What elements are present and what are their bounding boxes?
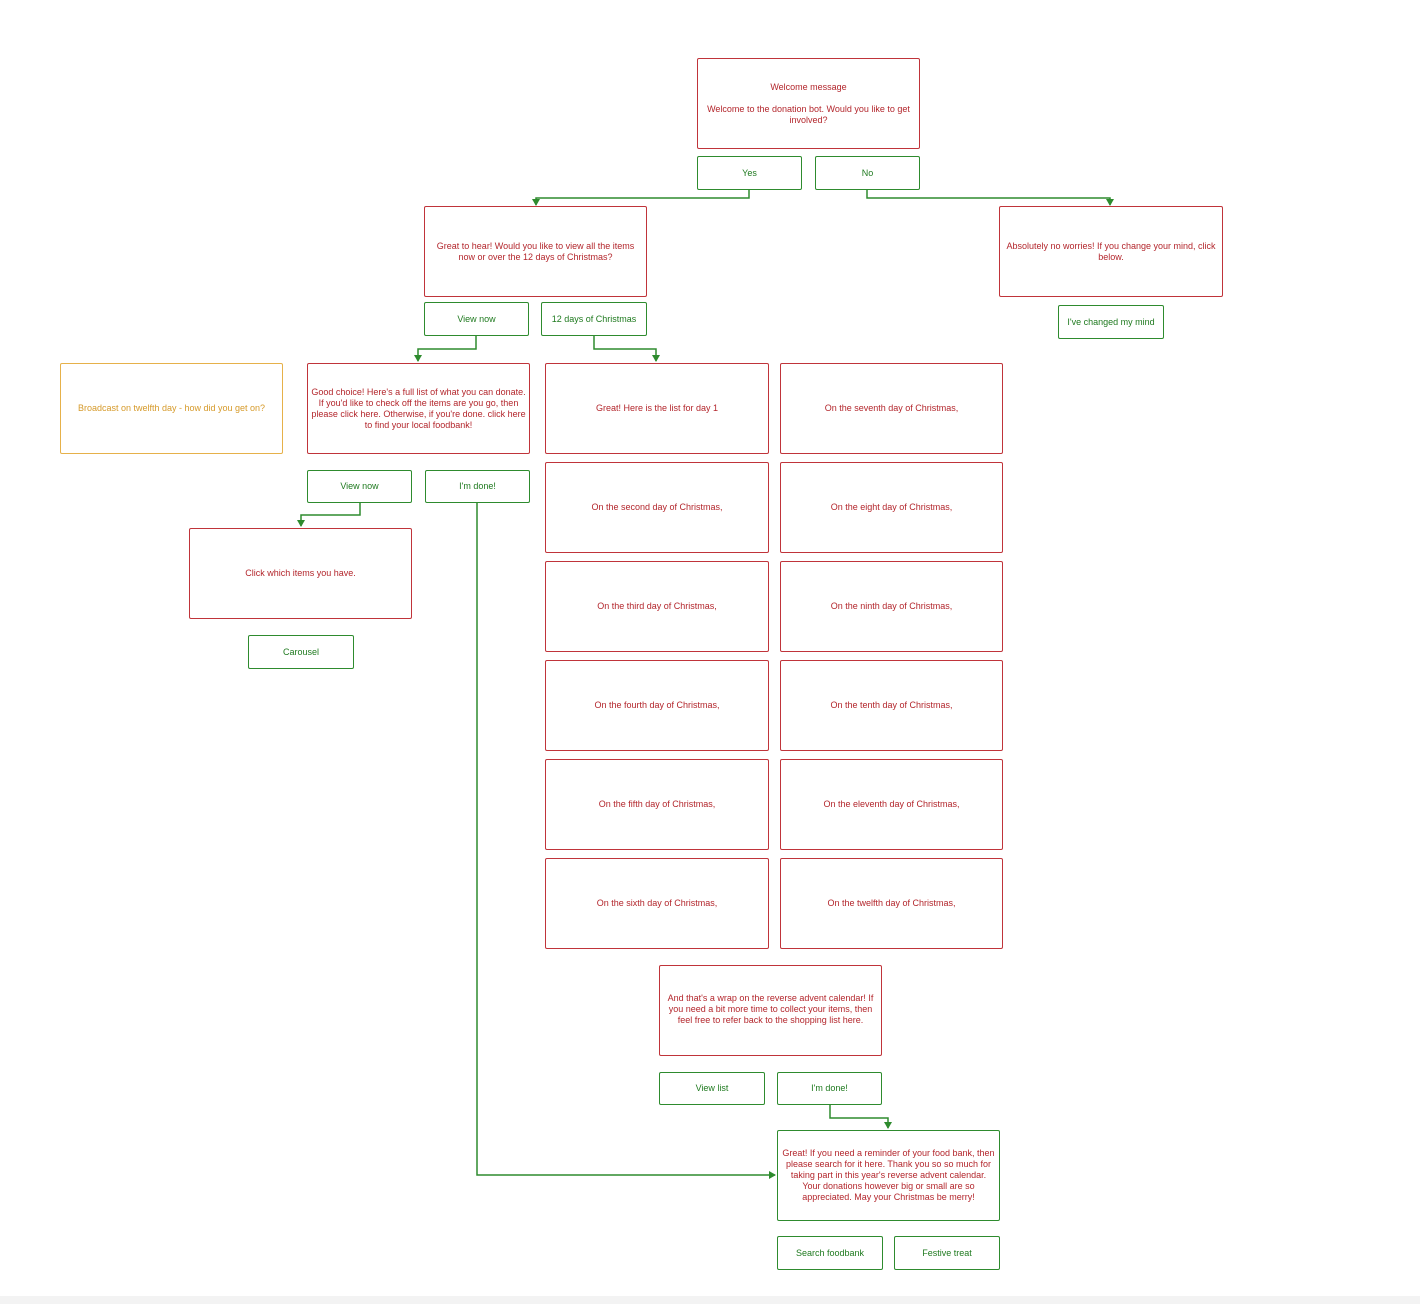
good-choice-node: Good choice! Here's a full list of what …	[307, 363, 530, 454]
day-node-11: On the eleventh day of Christmas,	[780, 759, 1003, 850]
search-foodbank-button[interactable]: Search foodbank	[777, 1236, 883, 1270]
no-button[interactable]: No	[815, 156, 920, 190]
day-node-2: On the second day of Christmas,	[545, 462, 769, 553]
day-node-8: On the eight day of Christmas,	[780, 462, 1003, 553]
carousel-button[interactable]: Carousel	[248, 635, 354, 669]
click-items-node: Click which items you have.	[189, 528, 412, 619]
changed-mind-button[interactable]: I've changed my mind	[1058, 305, 1164, 339]
bottom-edge-strip	[0, 1296, 1420, 1304]
connector-wrap-done	[829, 1105, 892, 1129]
day-node-5: On the fifth day of Christmas,	[545, 759, 769, 850]
im-done-button[interactable]: I'm done!	[425, 470, 530, 503]
final-node: Great! If you need a reminder of your fo…	[777, 1130, 1000, 1221]
day-node-4: On the fourth day of Christmas,	[545, 660, 769, 751]
festive-treat-button[interactable]: Festive treat	[894, 1236, 1000, 1270]
connector-view-now	[414, 336, 477, 362]
day-node-7: On the seventh day of Christmas,	[780, 363, 1003, 454]
broadcast-node: Broadcast on twelfth day - how did you g…	[60, 363, 283, 454]
day-node-3: On the third day of Christmas,	[545, 561, 769, 652]
day-node-12: On the twelfth day of Christmas,	[780, 858, 1003, 949]
great-to-hear-node: Great to hear! Would you like to view al…	[424, 206, 647, 297]
welcome-message-node: Welcome message Welcome to the donation …	[697, 58, 920, 149]
view-now-button[interactable]: View now	[424, 302, 529, 336]
view-list-button[interactable]: View list	[659, 1072, 765, 1105]
im-done-button-2[interactable]: I'm done!	[777, 1072, 882, 1105]
connector-view-now-2	[297, 503, 361, 527]
view-now-button-2[interactable]: View now	[307, 470, 412, 503]
wrap-node: And that's a wrap on the reverse advent …	[659, 965, 882, 1056]
connector-twelve-days	[593, 336, 660, 362]
twelve-days-button[interactable]: 12 days of Christmas	[541, 302, 647, 336]
day-node-9: On the ninth day of Christmas,	[780, 561, 1003, 652]
day-node-1: Great! Here is the list for day 1	[545, 363, 769, 454]
no-worries-node: Absolutely no worries! If you change you…	[999, 206, 1223, 297]
yes-button[interactable]: Yes	[697, 156, 802, 190]
day-node-10: On the tenth day of Christmas,	[780, 660, 1003, 751]
welcome-text: Welcome to the donation bot. Would you l…	[707, 103, 910, 125]
day-node-6: On the sixth day of Christmas,	[545, 858, 769, 949]
connector-no	[866, 190, 1114, 206]
welcome-title: Welcome message	[770, 81, 847, 92]
connector-yes	[532, 190, 750, 206]
